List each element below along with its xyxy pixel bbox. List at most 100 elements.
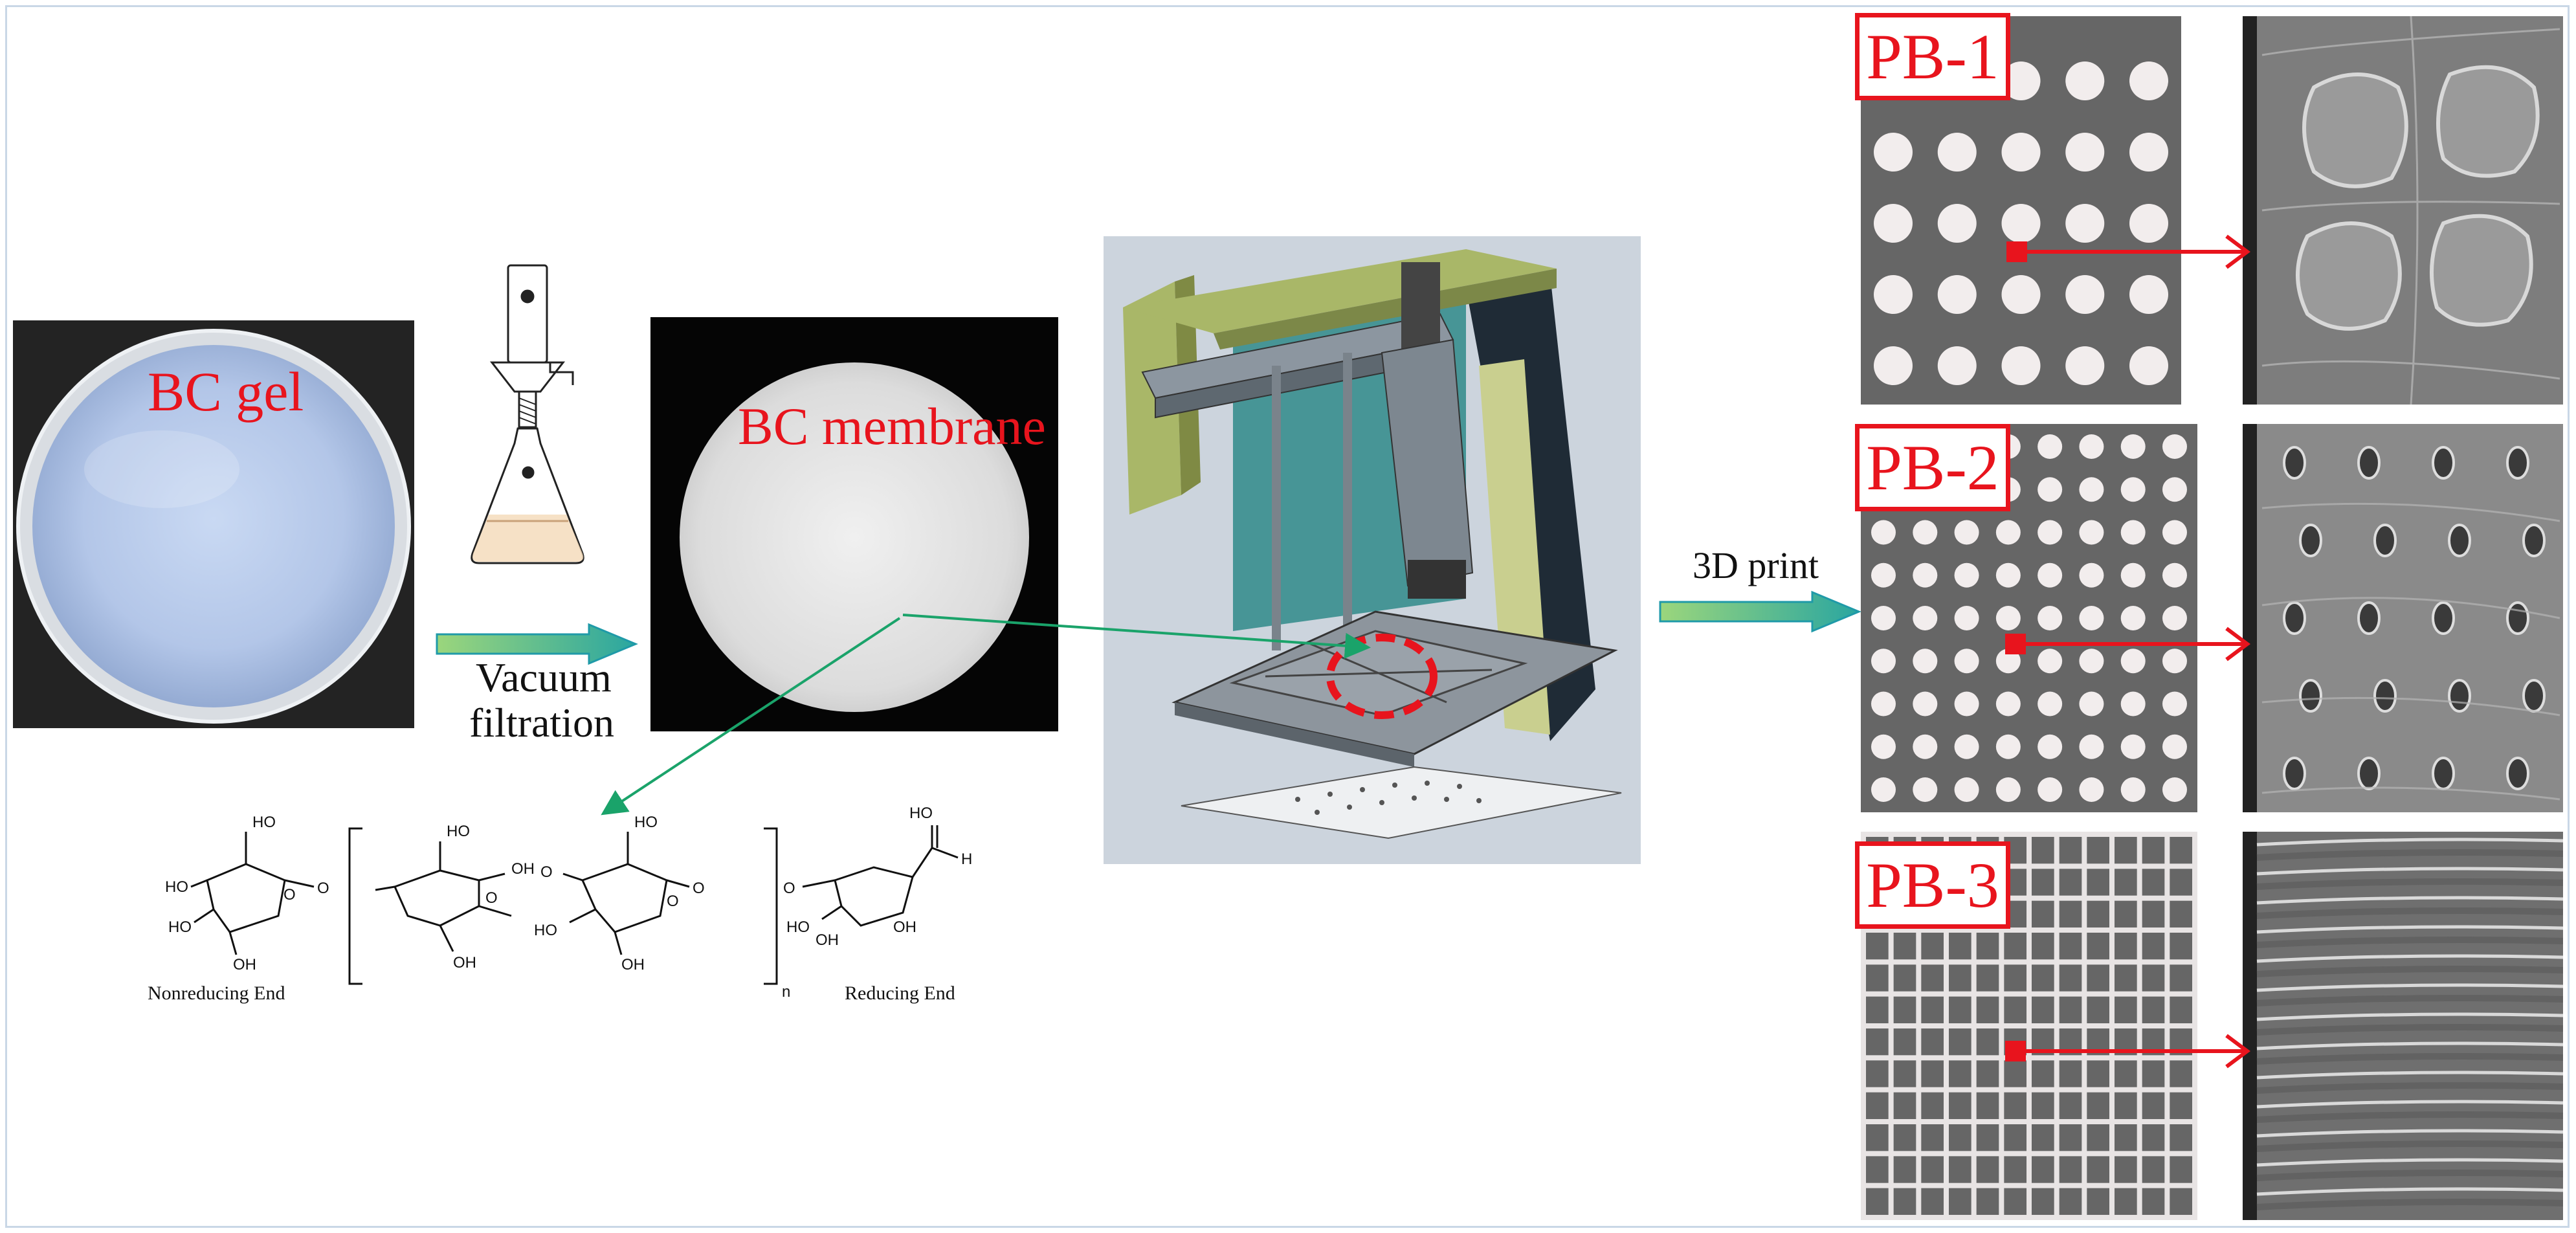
pattern-dot [2120, 734, 2146, 759]
sem-pit [2299, 679, 2322, 713]
pattern-cell [2059, 1188, 2082, 1215]
pattern-dot [2001, 346, 2041, 385]
svg-text:OH: OH [233, 956, 256, 973]
pattern-dot [2162, 691, 2187, 716]
pattern-cell [1949, 1156, 1971, 1183]
pattern-cell [2087, 837, 2109, 864]
pattern-dot [2079, 649, 2104, 674]
sem-pit [2432, 446, 2455, 480]
pattern-dot [2129, 346, 2168, 385]
pattern-cell [2032, 900, 2054, 928]
pattern-cell [2004, 964, 2026, 992]
pattern-dot [1954, 606, 1979, 630]
pattern-dot [1874, 204, 1913, 243]
pattern-cell [1893, 1092, 1916, 1119]
pattern-cell [2004, 933, 2026, 960]
pattern-cell [2142, 1188, 2165, 1215]
svg-text:O: O [283, 886, 296, 904]
pattern-cell [1976, 1028, 1999, 1056]
pattern-cell [2059, 964, 2082, 992]
sem-pit [2299, 524, 2322, 557]
sem-ridge [2256, 867, 2563, 876]
pattern-cell [1949, 1124, 1971, 1151]
pattern-cell [2115, 869, 2137, 896]
pattern-cell [2087, 1188, 2109, 1215]
pattern-cell [2004, 1092, 2026, 1119]
pattern-cell [2115, 1124, 2137, 1151]
sem-ridge [2256, 925, 2563, 934]
pattern-dot [2001, 133, 2041, 172]
pattern-dot [1913, 520, 1938, 545]
pattern-cell [2142, 869, 2165, 896]
pattern-cell [2032, 933, 2054, 960]
pattern-cell [2004, 1156, 2026, 1183]
sem-ridge [2256, 983, 2563, 992]
pattern-cell [1866, 933, 1889, 960]
pattern-cell [1921, 1188, 1944, 1215]
svg-text:HO: HO [252, 814, 276, 831]
sem-pit [2506, 757, 2529, 790]
pattern-cell [2087, 1092, 2109, 1119]
pattern-cell [2170, 900, 2192, 928]
pattern-dot [2120, 777, 2146, 802]
pattern-cell [1893, 964, 1916, 992]
pattern-cell [1866, 964, 1889, 992]
vacuum-flask-icon [471, 264, 584, 564]
vacuum-label-line1: Vacuum [476, 654, 612, 700]
pattern-cell [2115, 964, 2137, 992]
sem-groove [2256, 1024, 2563, 1036]
pattern-dot [2037, 606, 2063, 630]
sem-arrow-pb3 [2005, 1034, 2250, 1069]
pattern-cell [2059, 1156, 2082, 1183]
pattern-cell [1976, 1188, 1999, 1215]
sem-ridge [2256, 1187, 2563, 1196]
sem-pit [2283, 446, 2306, 480]
pattern-cell [1949, 933, 1971, 960]
pattern-cell [2004, 996, 2026, 1023]
pattern-cell [1893, 933, 1916, 960]
sem-pit [2373, 524, 2397, 557]
pattern-dot [2162, 562, 2187, 588]
process-arrow-1 [436, 623, 638, 665]
pattern-cell [1949, 1060, 1971, 1087]
pattern-dot [1937, 133, 1977, 172]
pattern-cell [1976, 1092, 1999, 1119]
pattern-cell [1866, 1092, 1889, 1119]
pattern-cell [2170, 869, 2192, 896]
pattern-dot [2162, 606, 2187, 630]
pattern-dot [2162, 477, 2187, 502]
pattern-dot [2037, 691, 2063, 716]
pattern-cell [1893, 1188, 1916, 1215]
pattern-cell [1866, 1028, 1889, 1056]
nonreducing-end-label: Nonreducing End [148, 983, 285, 1004]
pattern-dot [1995, 562, 2021, 588]
svg-text:OH: OH [511, 860, 535, 878]
sem-arrow-pb2 [2005, 627, 2250, 661]
pattern-dot [2037, 562, 2063, 588]
pattern-cell [2087, 996, 2109, 1023]
pattern-cell [1866, 996, 1889, 1023]
pattern-dot [2001, 204, 2041, 243]
pattern-dot [2162, 649, 2187, 674]
sem-pit [2283, 601, 2306, 635]
pattern-cell [1976, 1124, 1999, 1151]
pattern-dot [2120, 606, 2146, 630]
pattern-dot [1937, 346, 1977, 385]
pattern-cell [1949, 964, 1971, 992]
pb2-label: PB-2 [1855, 424, 2010, 511]
sem-groove [2256, 1053, 2563, 1065]
pattern-cell [1921, 996, 1944, 1023]
pattern-dot [2037, 734, 2063, 759]
svg-text:O: O [783, 880, 795, 897]
pattern-cell [2170, 964, 2192, 992]
pattern-cell [2087, 1124, 2109, 1151]
pattern-dot [2162, 734, 2187, 759]
pattern-dot [1995, 520, 2021, 545]
pattern-cell [1976, 1060, 1999, 1087]
sem-pit [2357, 757, 2381, 790]
pattern-cell [1893, 1156, 1916, 1183]
svg-text:O: O [540, 863, 553, 881]
pattern-cell [1976, 996, 1999, 1023]
pattern-cell [2059, 933, 2082, 960]
